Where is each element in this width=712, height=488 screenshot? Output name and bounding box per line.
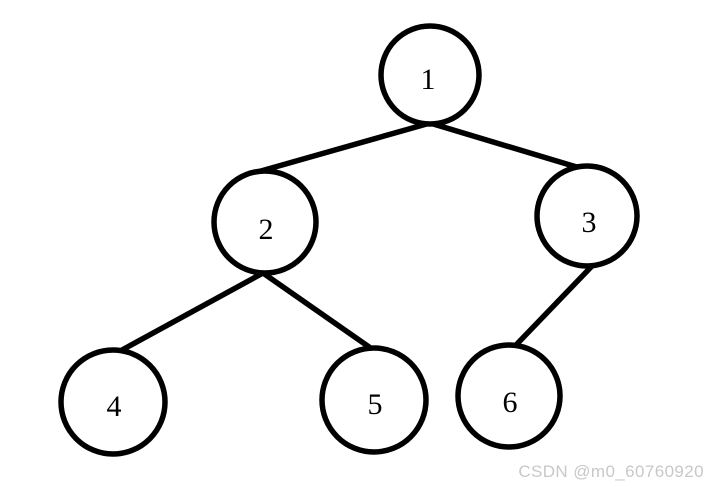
edges-group	[119, 120, 595, 353]
csdn-watermark: CSDN @m0_60760920	[518, 462, 704, 481]
node-label-4: 4	[107, 390, 122, 423]
node-circle-6	[455, 342, 563, 450]
node-label-3: 3	[582, 206, 597, 239]
tree-node-5[interactable]: 5	[319, 345, 429, 455]
node-label-6: 6	[503, 386, 518, 419]
tree-node-1[interactable]: 1	[378, 23, 482, 127]
tree-edge-n1-n3	[427, 120, 583, 171]
node-label-2: 2	[259, 213, 274, 246]
tree-edge-n3-n6	[513, 263, 595, 348]
tree-node-3[interactable]: 3	[534, 163, 640, 269]
tree-node-4[interactable]: 4	[58, 347, 168, 457]
tree-edge-n2-n4	[119, 270, 266, 353]
node-label-5: 5	[368, 388, 383, 421]
nodes-group: 1 2 3 4 5 6	[58, 23, 640, 457]
tree-edge-n2-n5	[260, 270, 375, 352]
node-circle-1	[378, 23, 482, 127]
node-circle-5	[319, 345, 429, 455]
tree-edge-n1-n2	[258, 120, 433, 174]
tree-node-2[interactable]: 2	[211, 168, 319, 276]
node-label-1: 1	[421, 63, 436, 96]
node-circle-2	[211, 168, 319, 276]
node-circle-3	[534, 163, 640, 269]
node-circle-4	[58, 347, 168, 457]
tree-node-6[interactable]: 6	[455, 342, 563, 450]
